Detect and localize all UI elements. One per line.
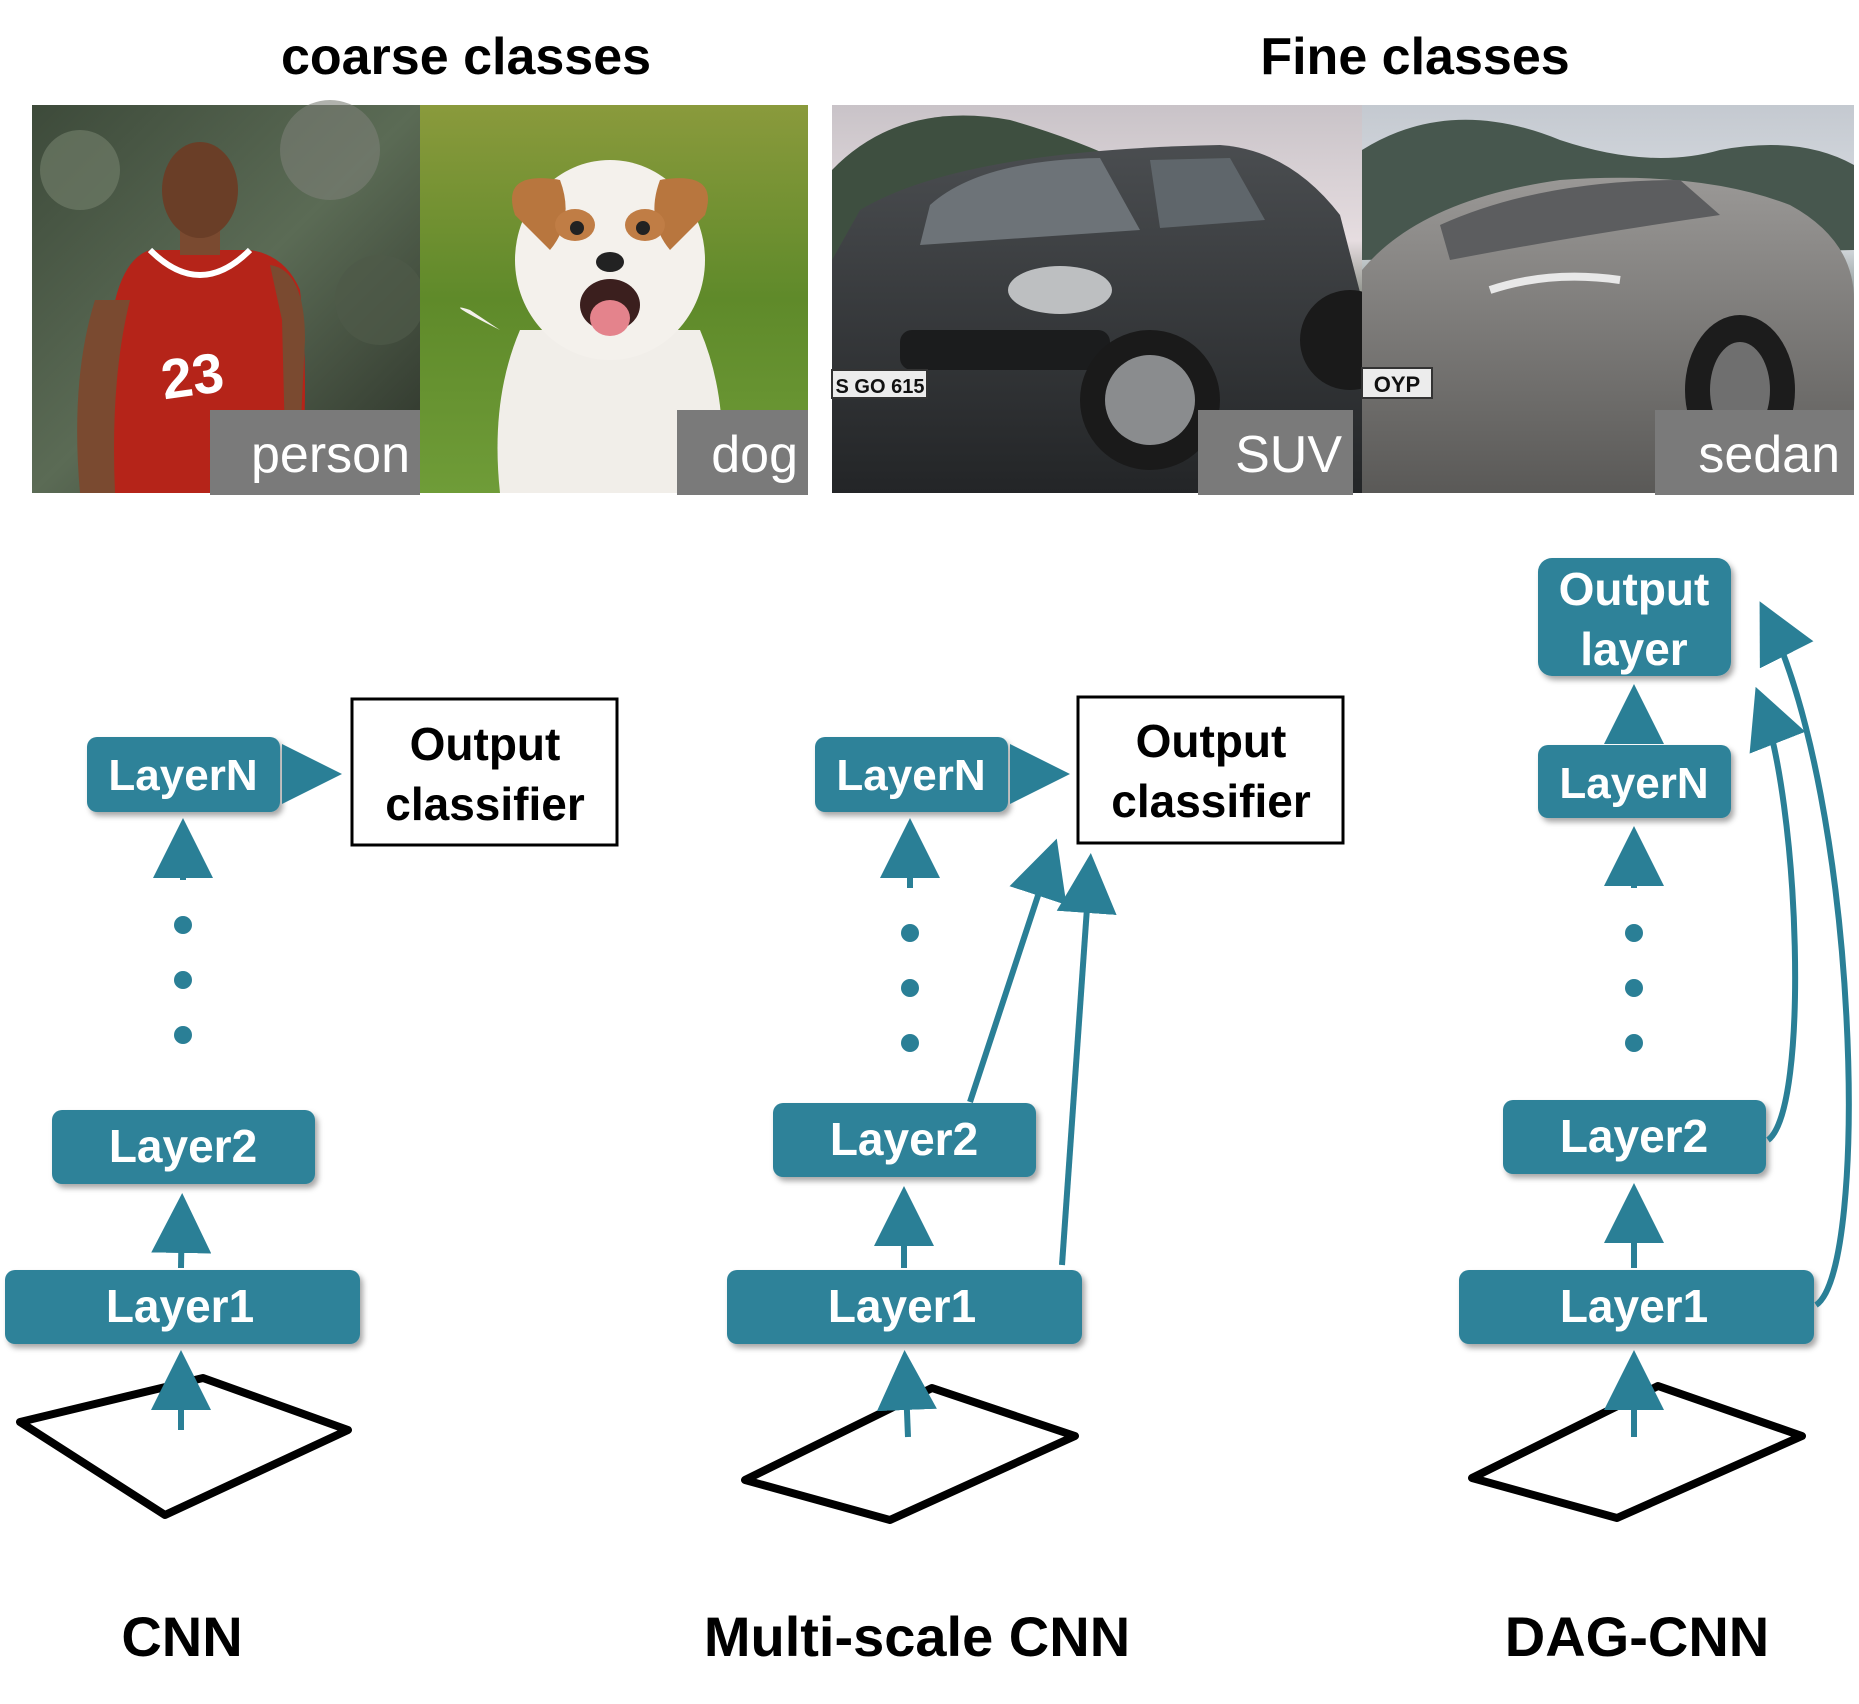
dag-output-line2: layer <box>1580 623 1688 675</box>
dog-photo <box>420 105 808 493</box>
multiscale-ellipsis-dots <box>901 924 919 1052</box>
multiscale-layer2-box <box>773 1103 1036 1177</box>
dog-label: dog <box>711 426 798 484</box>
fine-classes-heading: Fine classes <box>1260 28 1569 86</box>
multiscale-output-line1: Output <box>1136 715 1287 767</box>
person-label: person <box>251 426 410 484</box>
multiscale-layerN-box <box>815 737 1008 812</box>
dag-layerN-box <box>1538 745 1731 818</box>
cnn-layer1-label: Layer1 <box>106 1280 254 1332</box>
person-label-bg <box>210 410 420 495</box>
dag-layer1-box <box>1459 1270 1814 1344</box>
cnn-arrows <box>151 744 342 1430</box>
dag-layer2-box <box>1503 1100 1766 1174</box>
sedan-label-bg <box>1655 410 1854 495</box>
multiscale-cnn-diagram: LayerN Layer2 Layer1 Output classifier M… <box>704 695 1345 1668</box>
dag-ellipsis-dots <box>1625 924 1643 1052</box>
dag-output-line1: Output <box>1559 563 1710 615</box>
suv-label: SUV <box>1235 426 1342 484</box>
cnn-output-classifier-box <box>350 697 619 847</box>
cnn-output-line2: classifier <box>385 778 585 830</box>
person-photo: 23 <box>32 100 425 493</box>
sedan-label: sedan <box>1698 426 1840 484</box>
dag-cnn-diagram: Output layer LayerN Layer2 Layer1 DAG-CN… <box>1459 558 1852 1668</box>
cnn-layer2-label: Layer2 <box>109 1120 257 1172</box>
cnn-layerN-box <box>87 737 280 812</box>
suv-label-bg <box>1198 410 1353 495</box>
multiscale-layer1-label: Layer1 <box>828 1280 976 1332</box>
dag-layer1-label: Layer1 <box>1560 1280 1708 1332</box>
multiscale-layerN-label: LayerN <box>836 751 985 800</box>
dag-layerN-label: LayerN <box>1559 759 1708 808</box>
dag-layer2-label: Layer2 <box>1560 1110 1708 1162</box>
cnn-layer2-box <box>52 1110 315 1184</box>
dag-arrows <box>1604 601 1852 1437</box>
multiscale-output-line2: classifier <box>1111 775 1311 827</box>
svg-text:23: 23 <box>157 340 227 411</box>
sedan-plate: OYP <box>1374 372 1420 397</box>
multiscale-output-classifier-box <box>1076 695 1345 845</box>
dag-input-plane <box>1468 1382 1806 1522</box>
multiscale-layer1-box <box>727 1270 1082 1344</box>
cnn-ellipsis-dots <box>174 916 192 1044</box>
dog-label-bg <box>677 410 808 495</box>
cnn-input-plane <box>16 1374 352 1519</box>
suv-plate: S GO 615 <box>836 376 925 398</box>
dag-caption: DAG-CNN <box>1505 1605 1769 1668</box>
cnn-caption: CNN <box>121 1605 242 1668</box>
cnn-output-line1: Output <box>410 718 561 770</box>
dag-output-layer-box <box>1538 558 1731 676</box>
cnn-layer1-box <box>5 1270 360 1344</box>
coarse-classes-heading: coarse classes <box>281 28 651 86</box>
multiscale-layer2-label: Layer2 <box>830 1113 978 1165</box>
cnn-layerN-label: LayerN <box>108 751 257 800</box>
multiscale-arrows <box>874 744 1117 1438</box>
cnn-diagram: LayerN Layer2 Layer1 Output classifier C… <box>5 697 619 1668</box>
multiscale-input-plane <box>741 1384 1079 1524</box>
multiscale-caption: Multi-scale CNN <box>704 1605 1130 1668</box>
